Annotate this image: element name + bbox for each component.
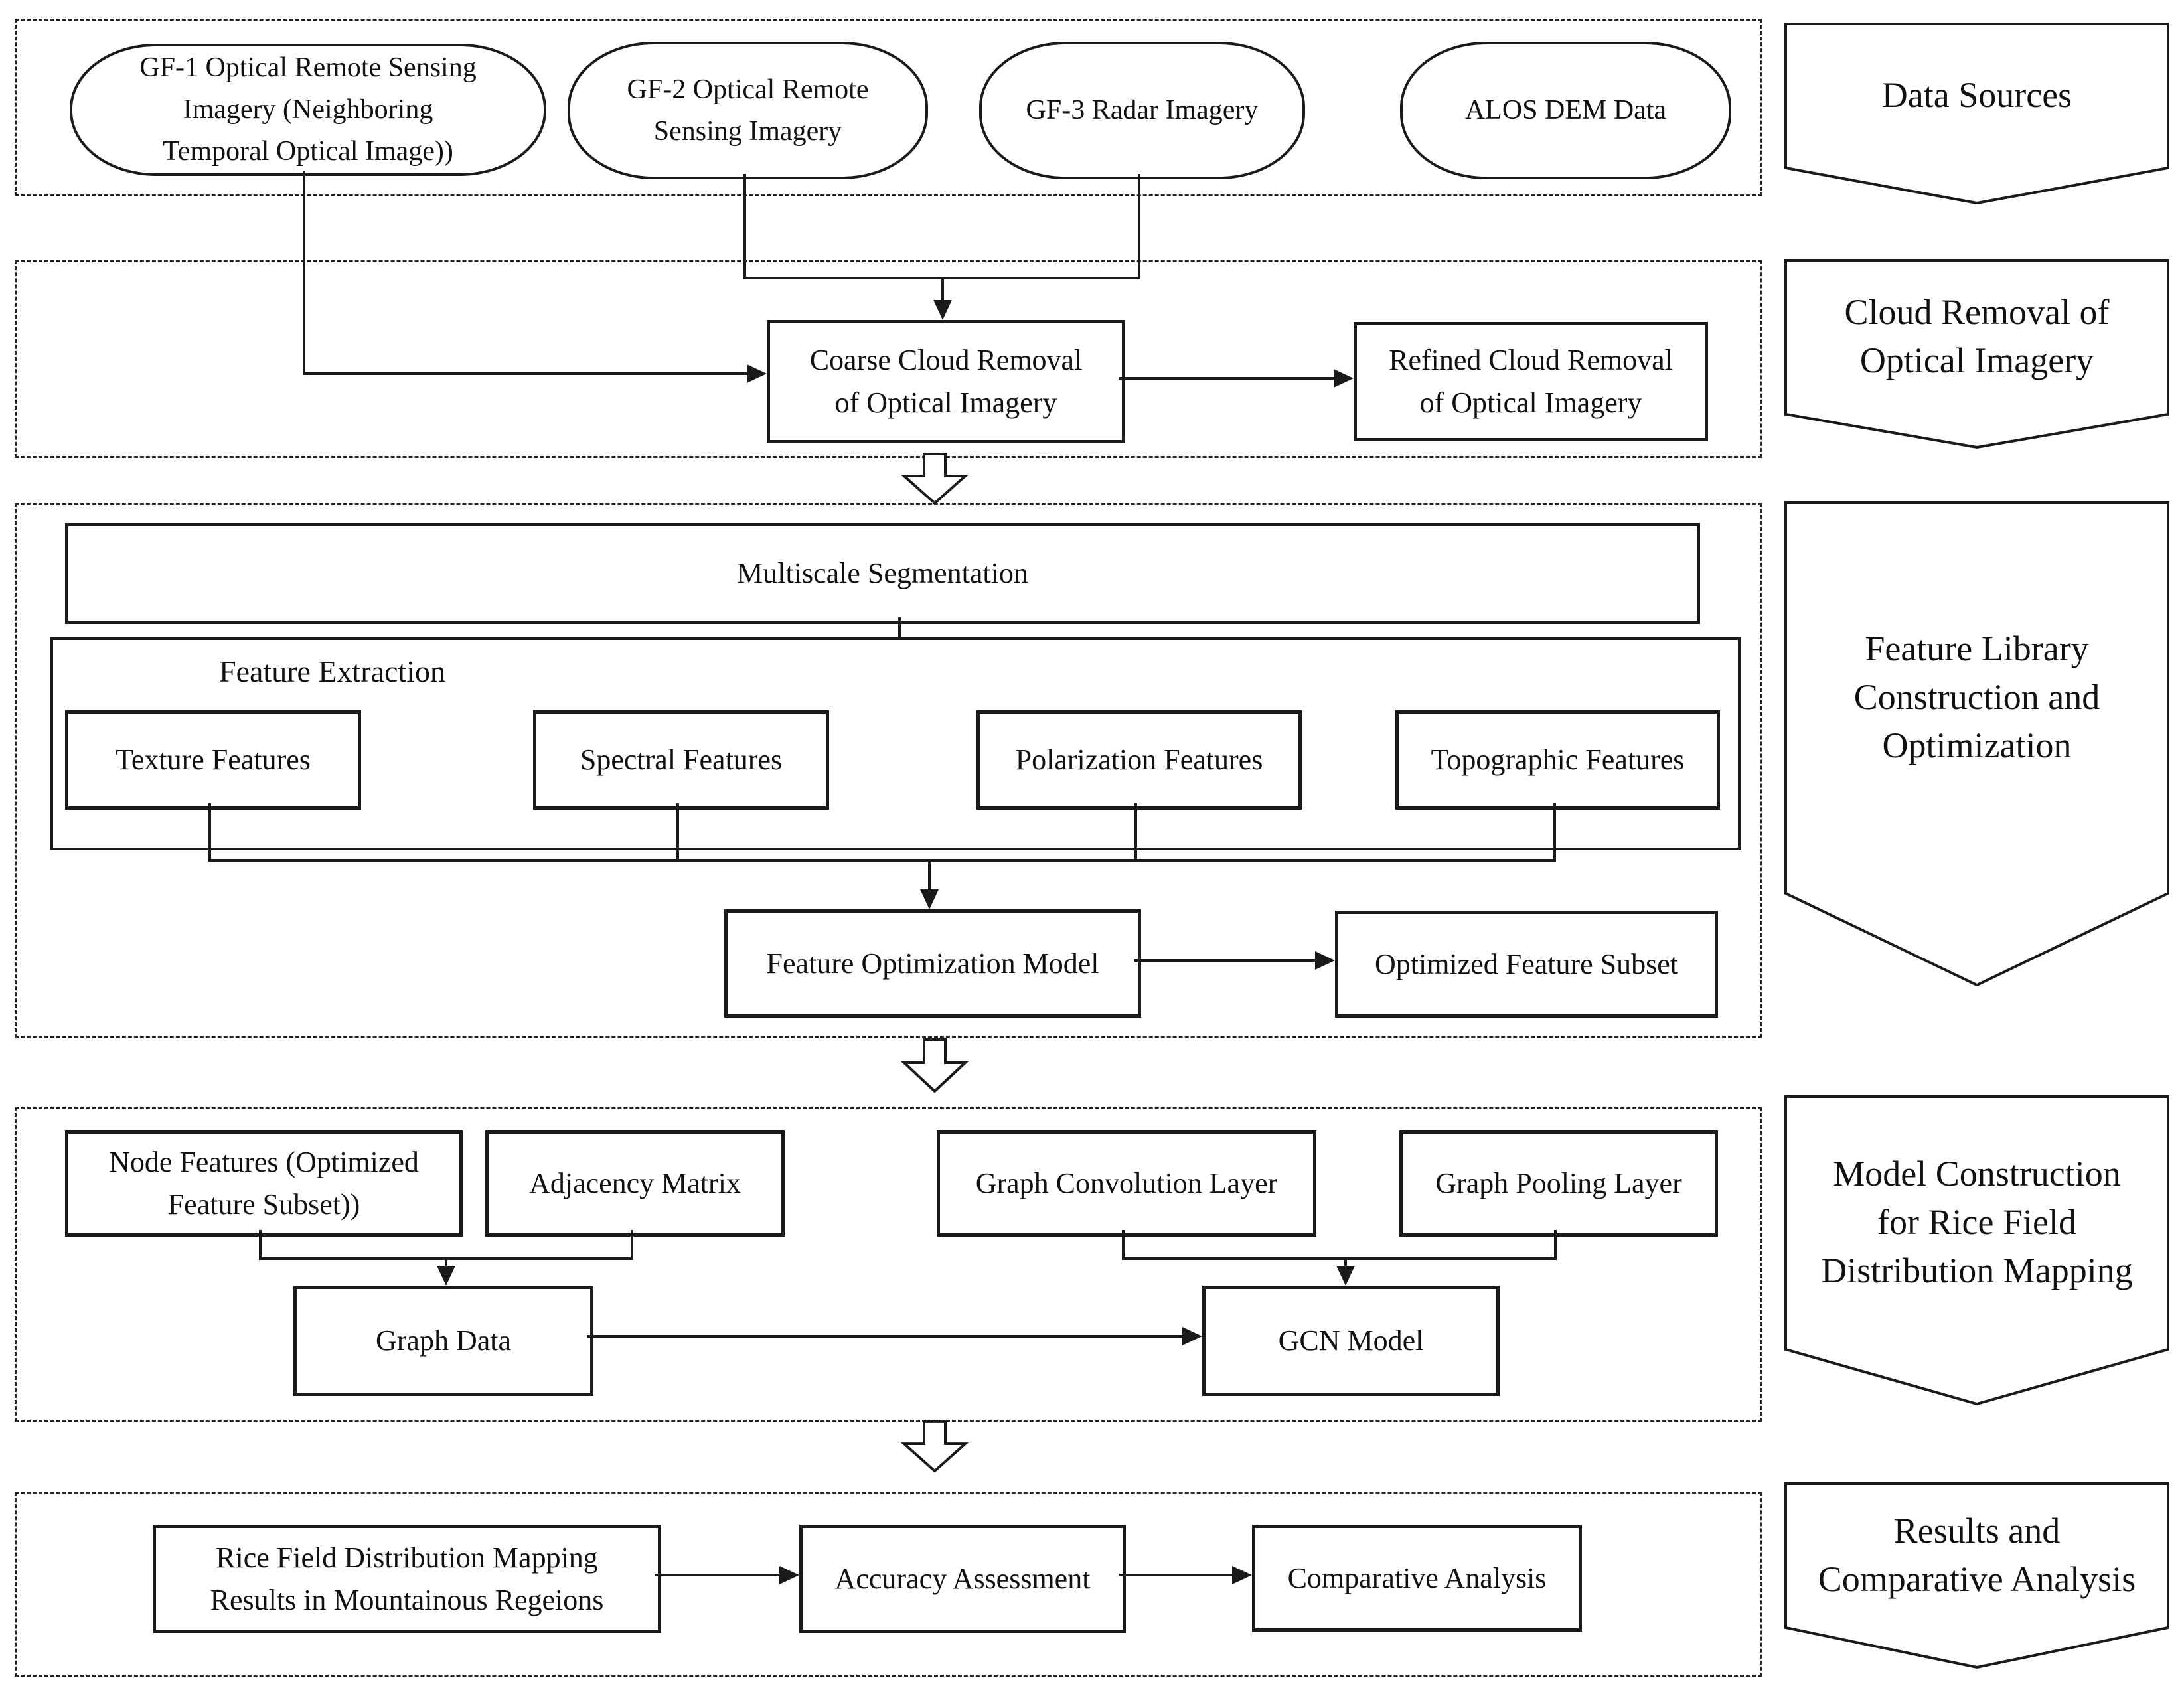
node-texture-features: Texture Features (65, 710, 361, 810)
node-gf3-radar-label: GF-3 Radar Imagery (1026, 95, 1259, 125)
banner-data-sources: Data Sources (1784, 23, 2169, 204)
connector-gf1-down (303, 171, 305, 375)
node-graph-convolution-layer-label: Graph Convolution Layer (975, 1167, 1278, 1200)
node-graph-pooling-layer: Graph Pooling Layer (1399, 1130, 1718, 1237)
banner-data-sources-label: Data Sources (1881, 75, 2072, 115)
node-spectral-features-label: Spectral Features (580, 743, 783, 777)
connector-texture-down (208, 803, 211, 862)
node-graph-convolution-layer: Graph Convolution Layer (937, 1130, 1316, 1237)
node-graph-pooling-layer-label: Graph Pooling Layer (1435, 1167, 1682, 1200)
node-multiscale-segmentation: Multiscale Segmentation (65, 523, 1700, 624)
banner-cloud-removal-label: Cloud Removal of Optical Imagery (1844, 292, 2110, 380)
arrowhead-into-fom (920, 889, 939, 909)
arrowhead-into-graphdata (437, 1266, 455, 1286)
node-accuracy-assessment: Accuracy Assessment (799, 1525, 1126, 1633)
node-comparative-analysis-label: Comparative Analysis (1287, 1561, 1547, 1594)
flow-arrow-s2-s3 (895, 453, 975, 508)
node-polarization-features: Polarization Features (976, 710, 1302, 810)
banner-feature-library: Feature Library Construction and Optimiz… (1784, 501, 2169, 986)
node-alos-dem: ALOS DEM Data (1400, 42, 1731, 179)
connector-gpl-down (1554, 1230, 1557, 1260)
connector-gcn-drop (1344, 1257, 1347, 1270)
node-refined-cloud-removal: Refined Cloud Removal of Optical Imagery (1354, 322, 1708, 441)
connector-topographic-down (1553, 803, 1556, 862)
section-feature-library (15, 503, 1762, 1038)
node-optimized-feature-subset-label: Optimized Feature Subset (1374, 947, 1678, 980)
node-adjacency-matrix-label: Adjacency Matrix (529, 1167, 741, 1200)
arrowhead-into-ofs (1315, 951, 1335, 970)
banner-results: Results and Comparative Analysis (1784, 1482, 2169, 1669)
connector-graphdata-to-gcn (587, 1335, 1186, 1338)
node-gf1-imagery: GF-1 Optical Remote Sensing Imagery (Nei… (70, 44, 546, 176)
connector-polarization-down (1134, 803, 1137, 862)
node-spectral-features: Spectral Features (533, 710, 829, 810)
connector-fom-to-ofs (1134, 959, 1316, 962)
connector-graphdata-drop (445, 1257, 447, 1270)
node-topographic-features-label: Topographic Features (1431, 743, 1685, 777)
node-node-features: Node Features (Optimized Feature Subset)… (65, 1130, 463, 1237)
flow-arrow-s3-s4 (895, 1038, 975, 1096)
node-gf1-imagery-label: GF-1 Optical Remote Sensing Imagery (Nei… (139, 52, 477, 167)
arrowhead-into-coarse-left (747, 364, 767, 383)
section-data-sources (15, 19, 1762, 196)
node-optimized-feature-subset: Optimized Feature Subset (1335, 911, 1718, 1018)
arrowhead-into-coarse-top (933, 300, 952, 320)
connector-gf1-right (303, 372, 751, 375)
node-polarization-features-label: Polarization Features (1015, 743, 1263, 777)
connector-gf2-down (743, 174, 746, 278)
feature-extraction-label: Feature Extraction (219, 654, 446, 688)
banner-model-construction: Model Construction for Rice Field Distri… (1784, 1095, 2169, 1405)
node-alos-dem-label: ALOS DEM Data (1464, 95, 1667, 125)
flow-arrow-s4-s5 (895, 1420, 975, 1476)
node-coarse-cloud-removal-label: Coarse Cloud Removal of Optical Imagery (809, 344, 1083, 419)
node-graph-data: Graph Data (293, 1286, 593, 1396)
section-model-construction (15, 1107, 1762, 1422)
node-comparative-analysis: Comparative Analysis (1252, 1525, 1582, 1632)
connector-gcn-join (1122, 1257, 1557, 1260)
section-cloud-removal (15, 260, 1762, 458)
arrowhead-into-comparative (1232, 1566, 1252, 1584)
section-results (15, 1492, 1762, 1677)
node-node-features-label: Node Features (Optimized Feature Subset)… (109, 1146, 419, 1221)
node-gcn-model-label: GCN Model (1278, 1324, 1424, 1357)
node-feature-optimization-model: Feature Optimization Model (724, 909, 1141, 1018)
connector-gcl-down (1122, 1230, 1125, 1260)
node-rice-field-results: Rice Field Distribution Mapping Results … (153, 1525, 661, 1633)
node-gf3-radar: GF-3 Radar Imagery (979, 42, 1305, 179)
node-multiscale-segmentation-label: Multiscale Segmentation (737, 557, 1028, 590)
connector-accuracy-to-comparative (1119, 1574, 1235, 1576)
node-graph-data-label: Graph Data (375, 1324, 511, 1357)
connector-join-drop (941, 278, 944, 305)
node-feature-optimization-model-label: Feature Optimization Model (766, 947, 1099, 980)
node-gcn-model: GCN Model (1202, 1286, 1500, 1396)
node-adjacency-matrix: Adjacency Matrix (485, 1130, 785, 1237)
node-texture-features-label: Texture Features (116, 743, 311, 777)
node-refined-cloud-removal-label: Refined Cloud Removal of Optical Imagery (1389, 344, 1673, 419)
connector-features-join (208, 859, 1556, 862)
arrowhead-into-refined (1334, 369, 1354, 388)
connector-coarse-to-refined (1119, 377, 1335, 380)
arrowhead-into-accuracy (779, 1566, 799, 1584)
node-accuracy-assessment-label: Accuracy Assessment (834, 1562, 1091, 1595)
node-gf2-imagery: GF-2 Optical Remote Sensing Imagery (568, 42, 928, 179)
node-topographic-features: Topographic Features (1395, 710, 1720, 810)
arrowhead-into-gcn-left (1182, 1327, 1202, 1345)
connector-rice-to-accuracy (655, 1574, 782, 1576)
connector-gf3-down (1138, 174, 1140, 278)
banner-cloud-removal: Cloud Removal of Optical Imagery (1784, 259, 2169, 449)
connector-spectral-down (676, 803, 679, 862)
arrowhead-into-gcn-top (1336, 1266, 1355, 1286)
node-rice-field-results-label: Rice Field Distribution Mapping Results … (210, 1541, 604, 1616)
banner-results-label: Results and Comparative Analysis (1818, 1510, 2136, 1599)
banner-model-construction-label: Model Construction for Rice Field Distri… (1821, 1154, 2133, 1290)
connector-nodefeat-down (259, 1230, 262, 1260)
node-coarse-cloud-removal: Coarse Cloud Removal of Optical Imagery (767, 320, 1125, 443)
banner-feature-library-label: Feature Library Construction and Optimiz… (1853, 629, 2100, 765)
connector-features-drop (928, 859, 931, 892)
node-gf2-imagery-label: GF-2 Optical Remote Sensing Imagery (627, 74, 869, 147)
connector-adjacency-down (631, 1230, 633, 1260)
